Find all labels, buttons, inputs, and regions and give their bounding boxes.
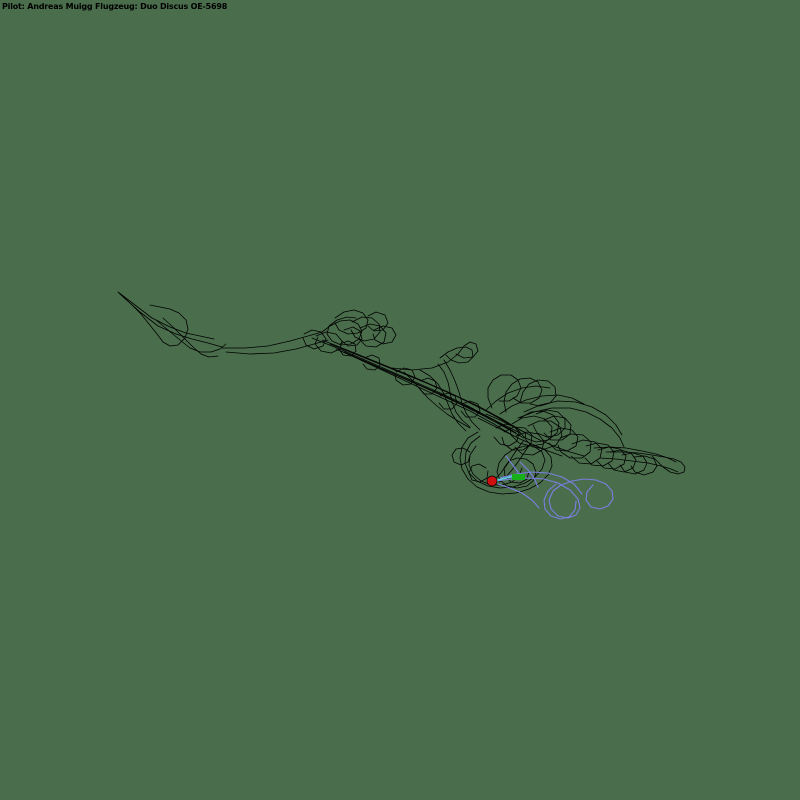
goal-marker [512,474,525,480]
marker-group [486,474,525,487]
track-main-group [117,291,686,495]
start-marker [486,475,498,487]
start-finish-line-group [493,475,515,482]
page-title: Pilot: Andreas Muigg Flugzeug: Duo Discu… [2,2,228,11]
